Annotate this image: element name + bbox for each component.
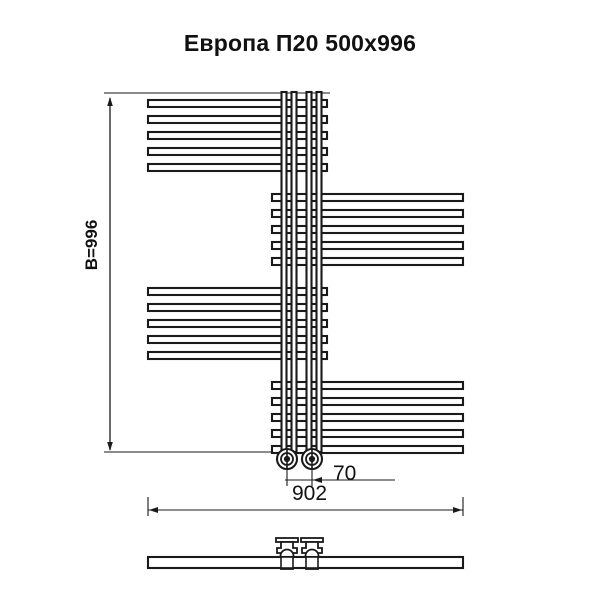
- plan-valve-body: [276, 541, 298, 554]
- vertical-dimension-arrows: [107, 97, 113, 451]
- radiator-bar: [146, 334, 329, 345]
- radiator-bar: [146, 114, 329, 125]
- radiator-bar: [146, 318, 329, 329]
- bar-group-3: [146, 286, 329, 361]
- radiator-bar: [270, 412, 465, 423]
- plan-bar-opening: [280, 556, 294, 569]
- radiator-bar: [146, 130, 329, 141]
- radiator-bar: [270, 380, 465, 391]
- radiator-bar: [146, 162, 329, 173]
- radiator-bar: [270, 396, 465, 407]
- radiator-bar: [270, 208, 465, 219]
- bar-group-2: [270, 192, 465, 267]
- radiator-bar: [146, 350, 329, 361]
- radiator-bar: [146, 286, 329, 297]
- width-dimension-label: 902: [292, 482, 328, 505]
- connection-spacing-arrow: [313, 477, 322, 483]
- radiator-bar: [146, 98, 329, 109]
- radiator-bar: [270, 256, 465, 267]
- radiator-bar: [270, 428, 465, 439]
- radiator-bar: [270, 444, 465, 455]
- vertical-pipe: [280, 90, 288, 454]
- radiator-bar: [146, 146, 329, 157]
- vertical-pipe: [290, 90, 298, 454]
- radiator-bar: [146, 302, 329, 313]
- page-title: Европа П20 500x996: [183, 30, 417, 56]
- arrowhead-left: [149, 507, 158, 513]
- arrowhead-up: [107, 97, 113, 106]
- bar-group-4: [270, 380, 465, 455]
- arrowhead-right: [453, 507, 462, 513]
- connection-spacing-label: 70: [333, 462, 357, 485]
- arrowhead-down: [107, 442, 113, 451]
- valve-fitting: [275, 447, 299, 471]
- vertical-pipe: [305, 90, 313, 454]
- bar-group-1: [146, 98, 329, 173]
- width-dimension: [147, 497, 464, 516]
- plan-bar-opening: [305, 556, 319, 569]
- vertical-pipe: [315, 90, 323, 454]
- radiator-bar: [270, 224, 465, 235]
- plan-valve-body: [301, 541, 323, 554]
- connection-spacing-dimension: [285, 465, 395, 486]
- width-dimension-arrows: [149, 507, 462, 513]
- radiator-bar: [270, 192, 465, 203]
- arrowhead-left: [313, 477, 322, 483]
- radiator-bar: [270, 240, 465, 251]
- plan-view: [146, 537, 465, 570]
